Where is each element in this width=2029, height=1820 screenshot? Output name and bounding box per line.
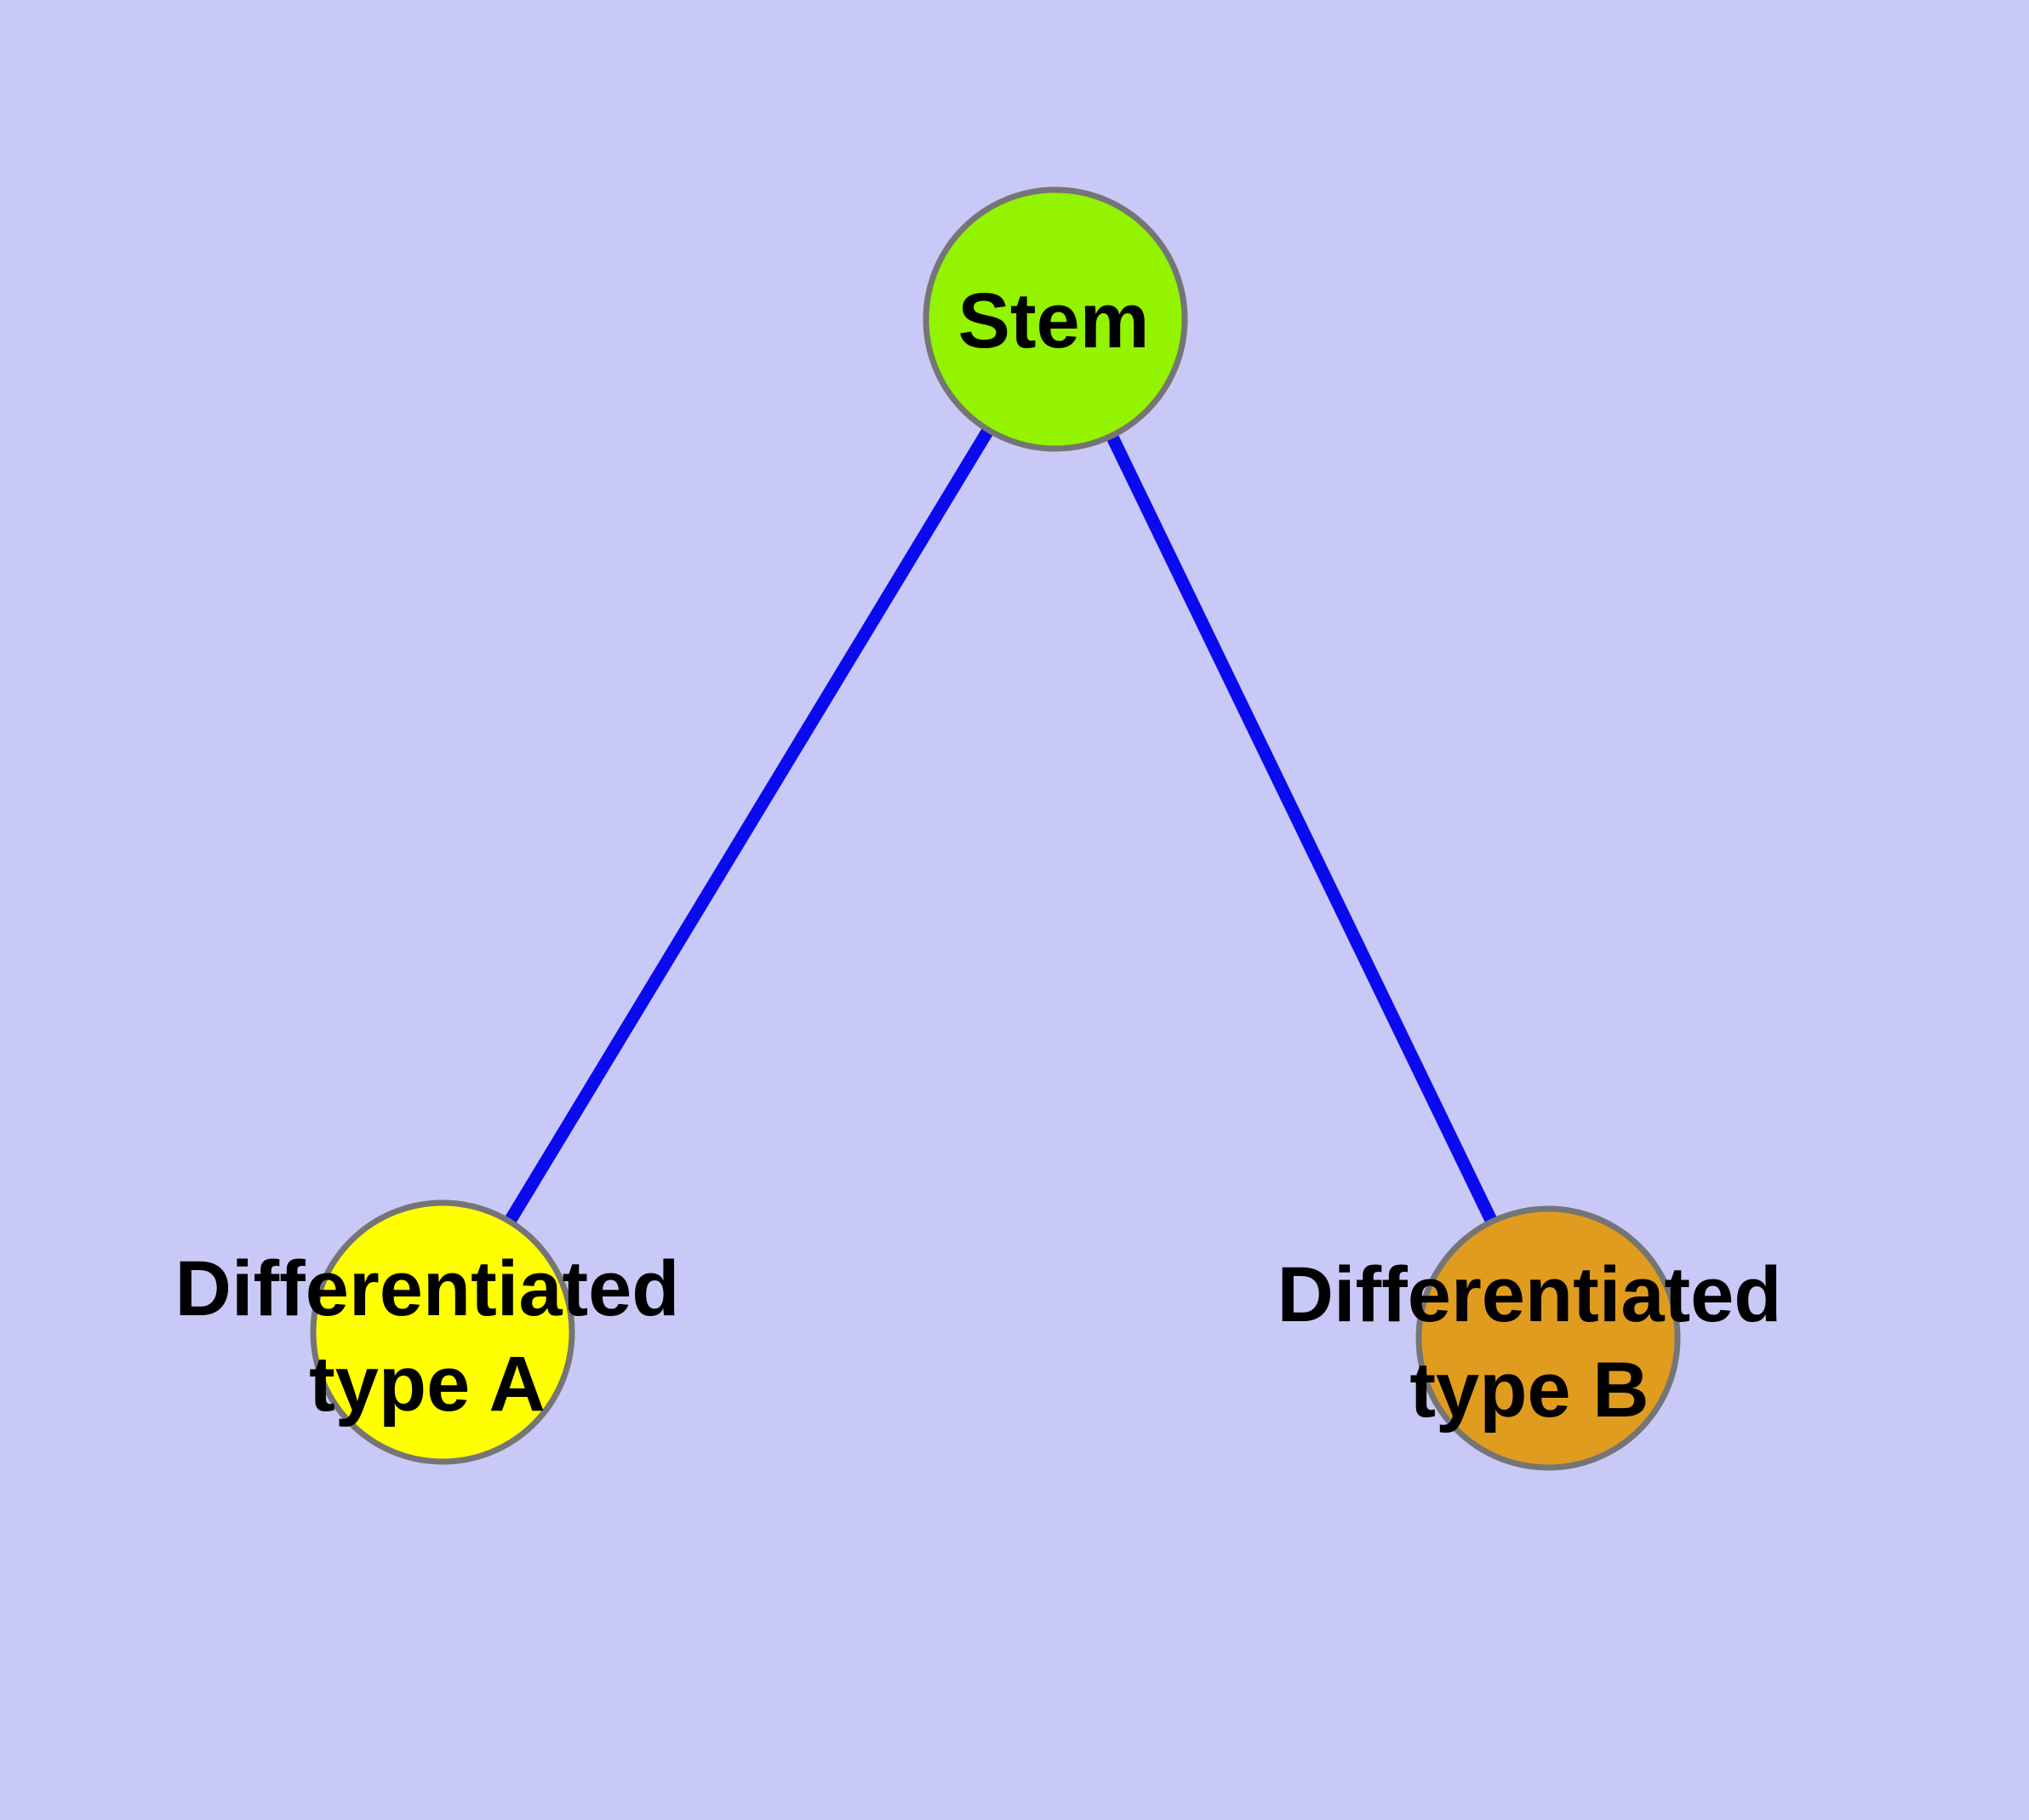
edge-stem-to-differentiated-type-b — [1049, 316, 1554, 1342]
differentiated-type-a-node-circle — [310, 1199, 575, 1465]
edge-stem-to-differentiated-type-a — [437, 316, 1061, 1336]
stem-node-circle — [923, 186, 1188, 452]
differentiated-type-b-node-circle — [1415, 1205, 1681, 1471]
